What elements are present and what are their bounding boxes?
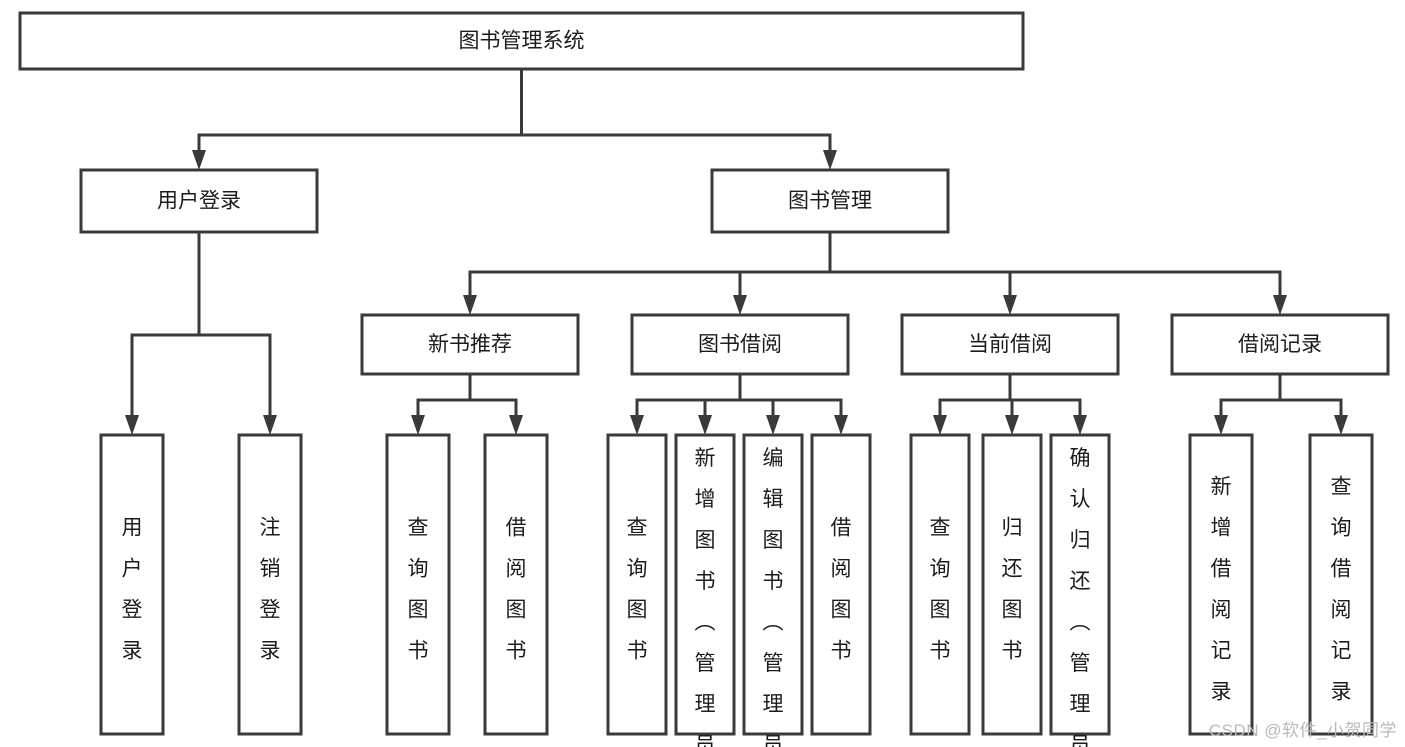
arrow-head-icon — [192, 150, 206, 170]
node-label: 新增借阅记录 — [1211, 475, 1232, 703]
leaf-node-借阅图书[interactable]: 借阅图书 — [810, 433, 872, 736]
level3-node-当前借阅[interactable]: 当前借阅 — [900, 313, 1120, 376]
arrow-head-icon — [823, 150, 837, 170]
level3-node-借阅记录[interactable]: 借阅记录 — [1170, 313, 1390, 376]
arrow-head-icon — [733, 295, 747, 315]
csdn-watermark: CSDN @软件_小贺同学 — [1208, 721, 1397, 740]
node-label: 用户登录 — [122, 516, 143, 662]
node-label: 借阅图书 — [831, 516, 852, 662]
arrow-head-icon — [125, 415, 139, 435]
node-label: 查询图书 — [627, 516, 648, 662]
arrow-head-icon — [1273, 295, 1287, 315]
arrow-head-icon — [263, 415, 277, 435]
node-label: 当前借阅 — [968, 333, 1052, 356]
root-node-图书管理系统: 图书管理系统 — [18, 11, 1025, 71]
arrow-head-icon — [463, 295, 477, 315]
arrow-head-icon — [509, 415, 523, 435]
leaf-node-查询图书[interactable]: 查询图书 — [606, 433, 668, 736]
node-label: 用户登录 — [157, 190, 241, 213]
arrow-head-icon — [411, 415, 425, 435]
leaf-node-确认归还（管理员）[interactable]: 确认归还︵管理员︶ — [1049, 433, 1111, 747]
level3-node-新书推荐[interactable]: 新书推荐 — [360, 313, 580, 376]
node-label: 新书推荐 — [428, 333, 512, 356]
leaf-node-用户登录[interactable]: 用户登录 — [99, 433, 165, 736]
node-label: 借阅记录 — [1238, 333, 1322, 356]
leaf-node-查询借阅记录[interactable]: 查询借阅记录 — [1308, 433, 1374, 736]
level2-node-用户登录[interactable]: 用户登录 — [79, 168, 319, 234]
node-label: 编辑图书︵管理员︶ — [763, 447, 784, 747]
arrow-head-icon — [1003, 295, 1017, 315]
node-label: 确认归还︵管理员︶ — [1070, 447, 1091, 747]
leaf-node-注销登录[interactable]: 注销登录 — [237, 433, 303, 736]
node-label: 图书管理 — [788, 190, 872, 213]
node-label: 查询图书 — [930, 516, 951, 662]
connector-lines — [125, 67, 1348, 435]
arrow-head-icon — [1334, 415, 1348, 435]
node-label: 查询借阅记录 — [1331, 475, 1352, 703]
arrow-head-icon — [1214, 415, 1228, 435]
node-boxes: 图书管理系统用户登录图书管理新书推荐图书借阅当前借阅借阅记录用户登录注销登录查询… — [18, 11, 1390, 747]
level2-node-图书管理[interactable]: 图书管理 — [710, 168, 950, 234]
node-label: 注销登录 — [260, 516, 281, 662]
leaf-node-归还图书[interactable]: 归还图书 — [981, 433, 1043, 736]
arrow-head-icon — [834, 415, 848, 435]
arrow-head-icon — [933, 415, 947, 435]
node-label: 查询图书 — [408, 516, 429, 662]
leaf-node-借阅图书[interactable]: 借阅图书 — [483, 433, 549, 736]
leaf-node-新增借阅记录[interactable]: 新增借阅记录 — [1188, 433, 1254, 736]
leaf-node-查询图书[interactable]: 查询图书 — [385, 433, 451, 736]
node-label: 借阅图书 — [506, 516, 527, 662]
arrow-head-icon — [698, 415, 712, 435]
leaf-node-新增图书（管理员）[interactable]: 新增图书︵管理员︶ — [674, 433, 736, 747]
arrow-head-icon — [1005, 415, 1019, 435]
level3-node-图书借阅[interactable]: 图书借阅 — [630, 313, 850, 376]
node-label: 图书借阅 — [698, 333, 782, 356]
node-label: 新增图书︵管理员︶ — [695, 447, 716, 747]
node-label: 图书管理系统 — [459, 30, 585, 53]
leaf-node-查询图书[interactable]: 查询图书 — [909, 433, 971, 736]
arrow-head-icon — [766, 415, 780, 435]
arrow-head-icon — [1073, 415, 1087, 435]
arrow-head-icon — [630, 415, 644, 435]
node-label: 归还图书 — [1002, 516, 1023, 662]
leaf-node-编辑图书（管理员）[interactable]: 编辑图书︵管理员︶ — [742, 433, 804, 747]
